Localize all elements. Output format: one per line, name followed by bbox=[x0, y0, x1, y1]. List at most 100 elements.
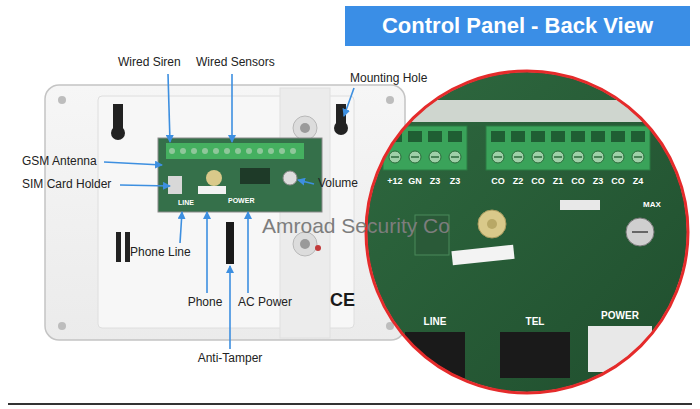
illustration-part bbox=[257, 148, 263, 154]
illustration-part bbox=[298, 180, 314, 184]
illustration-part bbox=[180, 148, 186, 154]
illustration-part bbox=[448, 131, 462, 142]
illustration-part bbox=[58, 96, 66, 104]
terminal-label: CO bbox=[491, 176, 505, 186]
illustration-part bbox=[491, 131, 505, 142]
illustration-part bbox=[632, 231, 648, 233]
illustration-part bbox=[512, 151, 524, 163]
illustration-part bbox=[451, 245, 514, 265]
illustration-part bbox=[198, 186, 226, 194]
illustration-part bbox=[383, 126, 467, 170]
illustration-part bbox=[180, 212, 182, 243]
illustration-part bbox=[429, 151, 441, 163]
illustration-part bbox=[487, 219, 497, 229]
illustration-part bbox=[226, 222, 234, 264]
illustration-part bbox=[206, 212, 208, 293]
illustration-part bbox=[494, 156, 502, 158]
illustration-part bbox=[574, 156, 582, 158]
callout-label: Mounting Hole bbox=[350, 72, 427, 86]
illustration-part bbox=[478, 210, 506, 238]
illustration-part bbox=[283, 171, 297, 185]
illustration-part bbox=[229, 266, 231, 349]
illustration-part bbox=[612, 151, 624, 163]
illustration-part bbox=[300, 239, 310, 249]
illustration-part bbox=[552, 151, 564, 163]
terminal-label: Z4 bbox=[633, 176, 644, 186]
illustration-part bbox=[231, 74, 233, 142]
illustration-part bbox=[206, 170, 222, 186]
illustration-part bbox=[571, 131, 585, 142]
callout-label: GSM Antenna bbox=[22, 155, 97, 169]
illustration-part bbox=[104, 162, 162, 165]
board-marking: MAX bbox=[643, 200, 661, 209]
ce-mark: CE bbox=[330, 290, 355, 311]
terminal-label: CO bbox=[571, 176, 585, 186]
illustration-part bbox=[492, 151, 504, 163]
callout-label: Volume bbox=[318, 177, 358, 191]
illustration-part bbox=[626, 218, 654, 246]
illustration-part bbox=[344, 88, 354, 116]
illustration-part bbox=[224, 148, 230, 154]
illustration-part bbox=[611, 131, 625, 142]
illustration-part bbox=[293, 116, 317, 140]
illustration-part bbox=[168, 176, 182, 194]
illustration-part bbox=[554, 156, 562, 158]
illustration-part bbox=[511, 131, 525, 142]
terminal-label: CO bbox=[611, 176, 625, 186]
callout-label: Anti-Tamper bbox=[198, 352, 263, 366]
board-marking: LINE bbox=[178, 199, 194, 207]
illustration-part bbox=[279, 148, 285, 154]
illustration-part bbox=[166, 143, 304, 159]
illustration-part bbox=[486, 126, 650, 170]
terminal-label: Z2 bbox=[513, 176, 524, 186]
illustration-part bbox=[168, 74, 170, 142]
callout-label: Wired Siren bbox=[118, 56, 181, 70]
terminal-label: GN bbox=[408, 176, 422, 186]
illustration-part bbox=[560, 200, 600, 210]
illustration-part bbox=[631, 131, 645, 142]
illustration-part bbox=[632, 151, 644, 163]
illustration-part bbox=[334, 121, 348, 135]
illustration-part bbox=[572, 151, 584, 163]
illustration-part bbox=[408, 131, 422, 142]
illustration-part bbox=[500, 332, 570, 378]
terminal-label: Z3 bbox=[593, 176, 604, 186]
illustration-part bbox=[591, 131, 605, 142]
illustration-part bbox=[594, 156, 602, 158]
illustration-part bbox=[158, 138, 322, 212]
terminal-label: +12 bbox=[387, 176, 402, 186]
callout-label: Phone bbox=[188, 296, 223, 310]
circuit-board bbox=[158, 138, 322, 212]
illustration-part bbox=[614, 156, 622, 158]
illustration-part bbox=[389, 151, 401, 163]
illustration-part bbox=[191, 148, 197, 154]
illustration-part bbox=[235, 148, 241, 154]
board-marking: POWER bbox=[601, 310, 639, 322]
watermark: Amroad Security Co bbox=[262, 214, 450, 238]
board-marking: TEL bbox=[526, 316, 545, 328]
callout-label: AC Power bbox=[238, 296, 292, 310]
illustration-part bbox=[247, 212, 249, 293]
illustration-part bbox=[300, 123, 310, 133]
illustration-part bbox=[531, 131, 545, 142]
illustration-part bbox=[428, 131, 442, 142]
illustration-part bbox=[386, 96, 394, 104]
illustration-part bbox=[532, 151, 544, 163]
bottom-rule bbox=[8, 403, 692, 405]
illustration-part bbox=[240, 168, 270, 184]
illustration-part bbox=[634, 156, 642, 158]
leader-arrows bbox=[104, 74, 354, 349]
title-box: Control Panel - Back View bbox=[345, 6, 690, 46]
illustration-part bbox=[391, 156, 399, 158]
illustration-part bbox=[315, 245, 321, 251]
terminal-label: CO bbox=[531, 176, 545, 186]
illustration-part bbox=[411, 156, 419, 158]
illustration-part bbox=[202, 148, 208, 154]
illustration-part bbox=[246, 148, 252, 154]
illustration-part bbox=[290, 148, 296, 154]
illustration-part bbox=[268, 148, 274, 154]
title: Control Panel - Back View bbox=[382, 13, 653, 39]
illustration-part bbox=[213, 148, 219, 154]
illustration-part bbox=[451, 156, 459, 158]
